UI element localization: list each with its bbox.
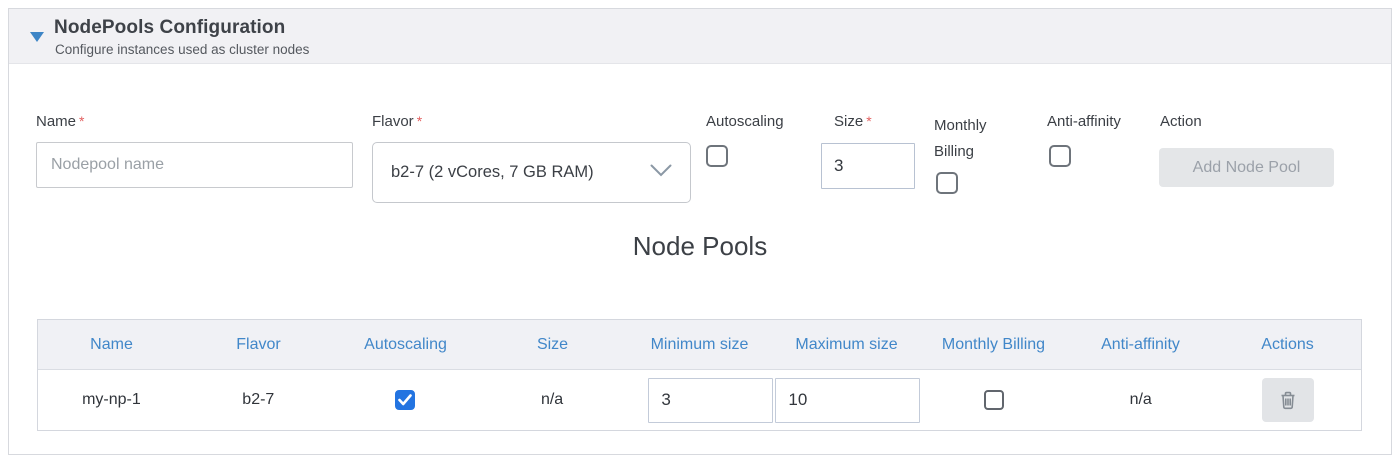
autoscaling-label: Autoscaling — [706, 113, 784, 130]
maximum-size-input[interactable] — [775, 377, 921, 423]
cell-name: my-np-1 — [82, 391, 141, 408]
autoscaling-checkbox[interactable] — [706, 145, 728, 167]
name-label: Name* — [36, 113, 85, 130]
minimum-size-input[interactable] — [648, 377, 774, 423]
required-asterisk: * — [416, 113, 423, 129]
monthly-billing-label: Monthly Billing — [934, 117, 987, 160]
panel-title: NodePools Configuration — [54, 17, 286, 38]
table-header-row: Name Flavor Autoscaling Size Minimum siz… — [38, 320, 1361, 370]
anti-affinity-checkbox[interactable] — [1049, 145, 1071, 167]
cell-autoscaling — [332, 370, 479, 430]
column-header-anti-affinity: Anti-affinity — [1101, 335, 1180, 353]
chevron-down-icon — [650, 164, 672, 182]
required-asterisk: * — [866, 113, 872, 129]
flavor-selected-value: b2-7 (2 vCores, 7 GB RAM) — [391, 163, 594, 181]
flavor-label: Flavor* — [372, 113, 423, 130]
cell-anti-affinity: n/a — [1129, 391, 1152, 408]
row-autoscaling-checkbox[interactable] — [395, 390, 416, 410]
node-pools-heading: Node Pools — [632, 231, 768, 261]
required-asterisk: * — [79, 113, 85, 129]
delete-node-pool-button[interactable] — [1261, 378, 1314, 422]
monthly-billing-checkbox[interactable] — [936, 172, 958, 194]
anti-affinity-label: Anti-affinity — [1047, 113, 1121, 130]
nodepools-panel: NodePools Configuration Configure instan… — [8, 8, 1392, 455]
node-pools-table: Name Flavor Autoscaling Size Minimum siz… — [37, 319, 1362, 431]
flavor-select[interactable]: b2-7 (2 vCores, 7 GB RAM) — [372, 142, 691, 203]
panel-subtitle: Configure instances used as cluster node… — [55, 42, 310, 57]
column-header-monthly-billing: Monthly Billing — [941, 335, 1046, 353]
cell-minimum-size — [626, 370, 774, 430]
column-header-minimum-size: Minimum size — [650, 335, 749, 353]
nodepool-name-input[interactable] — [36, 142, 353, 188]
cell-flavor: b2-7 — [242, 391, 275, 408]
size-input[interactable] — [821, 143, 915, 189]
table-row: my-np-1 b2-7 n/a n/a — [38, 370, 1361, 430]
collapse-triangle-icon[interactable] — [30, 32, 44, 42]
cell-size: n/a — [540, 391, 564, 408]
column-header-flavor: Flavor — [236, 335, 281, 353]
cell-maximum-size — [772, 370, 921, 430]
trash-icon — [1279, 390, 1297, 410]
cell-actions — [1214, 370, 1361, 430]
row-monthly-billing-checkbox[interactable] — [983, 390, 1004, 410]
column-header-size: Size — [536, 335, 569, 353]
column-header-maximum-size: Maximum size — [795, 335, 898, 353]
column-header-actions: Actions — [1261, 335, 1314, 353]
column-header-name: Name — [90, 335, 133, 353]
action-label: Action — [1160, 113, 1202, 130]
cell-monthly-billing — [920, 370, 1067, 430]
size-label: Size* — [834, 113, 872, 130]
add-node-pool-button[interactable]: Add Node Pool — [1159, 148, 1334, 187]
column-header-autoscaling: Autoscaling — [364, 335, 447, 353]
panel-header: NodePools Configuration Configure instan… — [9, 9, 1391, 64]
